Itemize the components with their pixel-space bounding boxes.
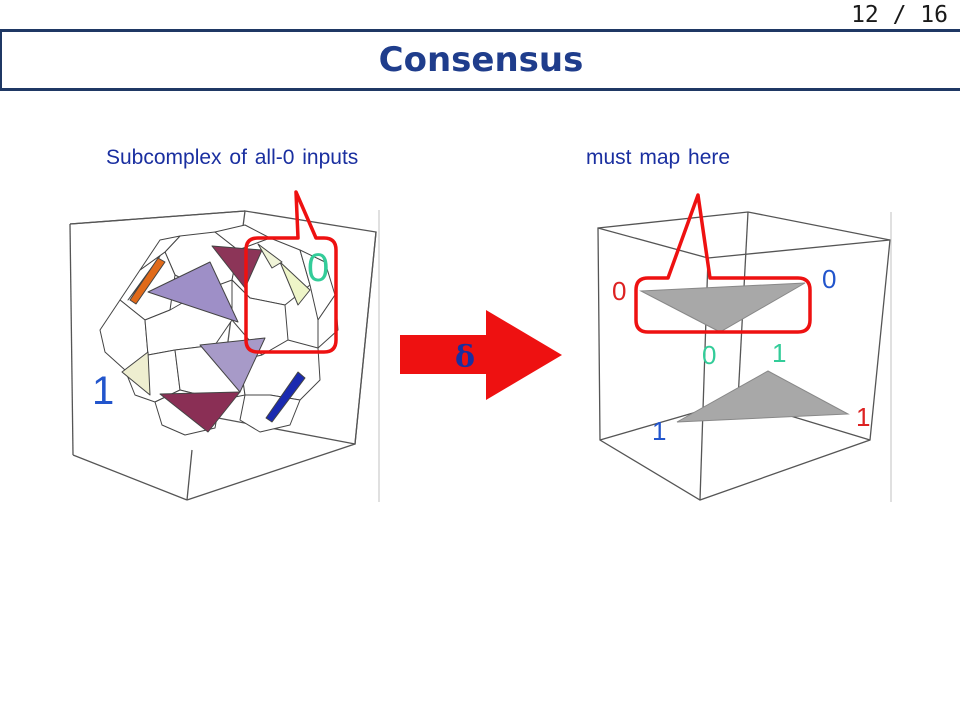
right-cube-figure: 0 0 0 1 1 1 bbox=[586, 193, 892, 502]
left-label-zero: 0 bbox=[307, 246, 329, 290]
delta-label: δ bbox=[455, 340, 475, 375]
left-highlight-bubble bbox=[244, 190, 338, 354]
right-highlight-bubble bbox=[634, 193, 812, 334]
right-label-bottom-top: 1 bbox=[772, 338, 786, 368]
right-caption: must map here bbox=[586, 146, 731, 169]
left-cube-figure: 0 1 bbox=[68, 190, 380, 502]
left-label-one: 1 bbox=[92, 369, 114, 413]
delta-arrow: δ bbox=[400, 310, 562, 400]
page-counter: 12 / 16 bbox=[851, 2, 948, 28]
right-label-bottom-left: 1 bbox=[652, 416, 666, 446]
right-label-top-right: 0 bbox=[822, 264, 836, 294]
right-label-top-left: 0 bbox=[612, 276, 626, 306]
title-bar: Consensus bbox=[0, 29, 960, 91]
slide-title: Consensus bbox=[378, 40, 584, 80]
left-caption: Subcomplex of all-0 inputs bbox=[106, 146, 359, 169]
right-label-bottom-right: 1 bbox=[856, 402, 870, 432]
right-label-top-mid: 0 bbox=[702, 340, 716, 370]
